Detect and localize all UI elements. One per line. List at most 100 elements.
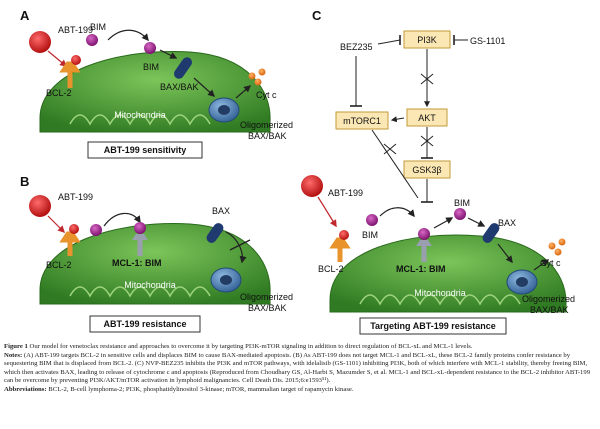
block-mark [229, 239, 251, 251]
bound-drug-sphere [71, 55, 81, 65]
bim-top-label: BIM [90, 22, 106, 32]
bcl2-protein [59, 231, 81, 256]
panel-b-letter: B [20, 174, 29, 189]
mtorc1-to-mcl1-arrow [371, 129, 419, 199]
oligomerized-label-line2: BAX/BAK [248, 131, 287, 141]
freed-bim-sphere [454, 208, 466, 220]
caption-abbrev-text: BCL-2, B-cell lymphoma-2; PI3K, phosphat… [48, 385, 354, 393]
akt-to-mtorc1-arrow [390, 116, 405, 123]
panel-b-footer-box [89, 315, 201, 333]
mitochondrion-cristae [69, 114, 211, 126]
caption-abbreviations: Abbreviations: BCL-2, B-cell lymphoma-2;… [4, 386, 596, 395]
pi3k-label: PI3K [417, 35, 437, 45]
bim-sequestration-arrow [379, 207, 415, 218]
bim-sphere-right [144, 42, 156, 54]
mitochondria-label: Mitochondria [414, 288, 466, 298]
oligomerized-label-line2: BAX/BAK [248, 303, 287, 313]
gsk3b-box [403, 160, 451, 179]
bim-release-arrow [107, 29, 149, 42]
block-mark [420, 73, 434, 85]
figure-diagram: A Mitochondria ABT-199 BCL-2 BIM BIM BAX… [20, 8, 575, 335]
bcl2-label: BCL-2 [318, 264, 344, 274]
oligomerized-pore [506, 269, 538, 295]
panel-c-letter: C [312, 8, 322, 23]
oligomerized-label-line2: BAX/BAK [530, 305, 569, 315]
cytc-release-arrow [235, 85, 252, 99]
bez235-inhibits-pi3k [377, 39, 401, 45]
bcl2-label: BCL-2 [46, 88, 72, 98]
mcl1-protein-head [132, 234, 148, 240]
bax-label: BAX [212, 206, 230, 216]
bez235-label: BEZ235 [340, 42, 373, 52]
bim-left-label: BIM [362, 230, 378, 240]
cytc-sphere [554, 248, 562, 256]
cytc-label: Cyt c [540, 258, 561, 268]
bim-to-bax-arrow [467, 217, 486, 227]
cytc-sphere [558, 238, 566, 246]
bim-freed-arrow [433, 217, 454, 229]
abt199-drug-sphere [29, 195, 51, 217]
caption-abbrev-label: Abbreviations: [4, 385, 47, 393]
bax-oligomer-arrow [497, 243, 513, 264]
akt-box [406, 108, 448, 127]
sequestered-bim-sphere [418, 228, 430, 240]
bax-protein [206, 223, 224, 243]
bax-bak-label: BAX/BAK [160, 82, 199, 92]
mitochondria-label: Mitochondria [114, 110, 166, 120]
cytc-sphere [258, 68, 266, 76]
akt-label: AKT [418, 113, 436, 123]
abt199-label: ABT-199 [58, 192, 93, 202]
gsk3b-label: GSK3β [412, 165, 441, 175]
cytc-sphere [254, 78, 262, 86]
cytc-release-arrow [533, 259, 550, 271]
mtorc1-label: mTORC1 [343, 116, 381, 126]
panel-a-footer-box [87, 141, 203, 159]
bax-oligomer-arrow [193, 77, 216, 97]
bim-sphere [366, 214, 378, 226]
panel-a-letter: A [20, 8, 30, 23]
panel-c: C BEZ235 PI3K GS-1101 mTORC1 AKT GSK3β [301, 8, 575, 335]
abt199-label: ABT-199 [58, 25, 93, 35]
mcl1-protein-head [416, 240, 432, 246]
mitochondrion-cristae [359, 294, 521, 306]
figure-caption: Figure 1 Our model for venetoclax resist… [4, 343, 596, 395]
oligomerized-pore [210, 267, 242, 293]
bim-right-label: BIM [143, 62, 159, 72]
block-mark [383, 143, 397, 155]
mitochondrion [329, 234, 567, 313]
block-mark [420, 135, 434, 147]
drug-binding-arrow [47, 50, 68, 67]
drug-binding-arrow [47, 215, 66, 234]
cytc-label: Cyt c [256, 90, 277, 100]
caption-figure-line: Figure 1 Our model for venetoclax resist… [4, 343, 596, 352]
bcl2-protein [329, 237, 351, 262]
mcl1-bim-label: MCL-1: BIM [112, 258, 162, 268]
mcl1-bim-label: MCL-1: BIM [396, 264, 446, 274]
abt199-drug-sphere [29, 31, 51, 53]
cytc-sphere [548, 242, 556, 250]
gs1101-label: GS-1101 [470, 36, 505, 46]
abt199-label: ABT-199 [328, 188, 363, 198]
bound-drug-sphere [339, 230, 349, 240]
pi3k-box [403, 30, 451, 49]
panel-c-footer-box [359, 317, 507, 335]
bound-drug-sphere [69, 224, 79, 234]
caption-notes-text: (A) ABT-199 targets BCL-2 in sensitive c… [4, 351, 591, 385]
caption-notes-label: Notes: [4, 351, 23, 359]
mitochondrion-cristae [69, 286, 211, 298]
sequestered-bim-sphere [134, 222, 146, 234]
panel-c-footer: Targeting ABT-199 resistance [370, 321, 496, 331]
panel-a: A Mitochondria ABT-199 BCL-2 BIM BIM BAX… [20, 8, 293, 159]
oligomerized-label-line1: Oligomerized [522, 294, 575, 304]
caption-figure-label: Figure 1 [4, 343, 28, 350]
caption-notes: Notes: (A) ABT-199 targets BCL-2 in sens… [4, 352, 596, 386]
oligomerized-label-line1: Oligomerized [240, 120, 293, 130]
bcl2-label: BCL-2 [46, 260, 72, 270]
abt199-drug-sphere [301, 175, 323, 197]
oligomerized-pore [208, 97, 240, 123]
mitochondria-label: Mitochondria [124, 280, 176, 290]
panel-b-footer: ABT-199 resistance [103, 319, 186, 329]
bax-protein [482, 223, 500, 243]
oligomerized-label-line1: Oligomerized [240, 292, 293, 302]
cytc-sphere [248, 72, 256, 80]
